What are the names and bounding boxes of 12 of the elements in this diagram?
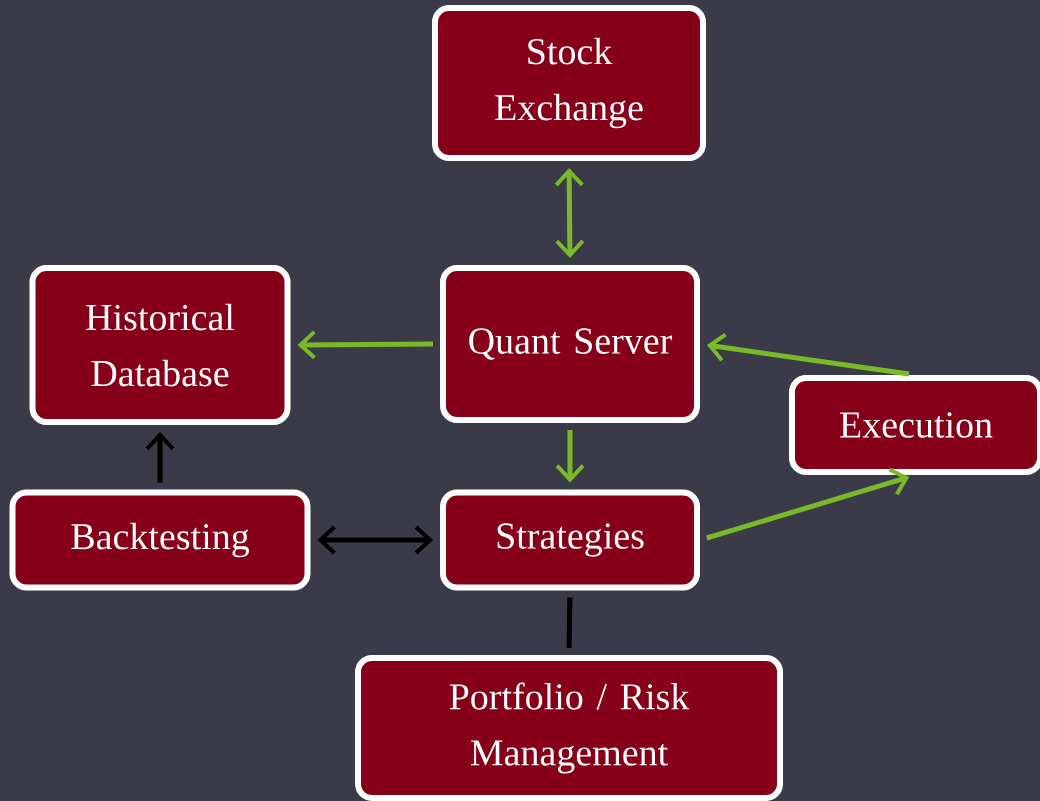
arrow [554, 168, 585, 258]
process-box: Quant Server [440, 265, 700, 423]
process-box: Execution [789, 375, 1040, 475]
arrow [317, 525, 433, 555]
arrow [706, 467, 910, 541]
arrow [706, 332, 910, 377]
process-box: Stock Exchange [432, 5, 706, 161]
process-box: Portfolio / Risk Management [355, 655, 783, 801]
process-box: Historical Database [29, 265, 291, 425]
process-box: Strategies [440, 489, 700, 591]
arrow [297, 330, 434, 360]
process-box: Backtesting [9, 489, 311, 591]
